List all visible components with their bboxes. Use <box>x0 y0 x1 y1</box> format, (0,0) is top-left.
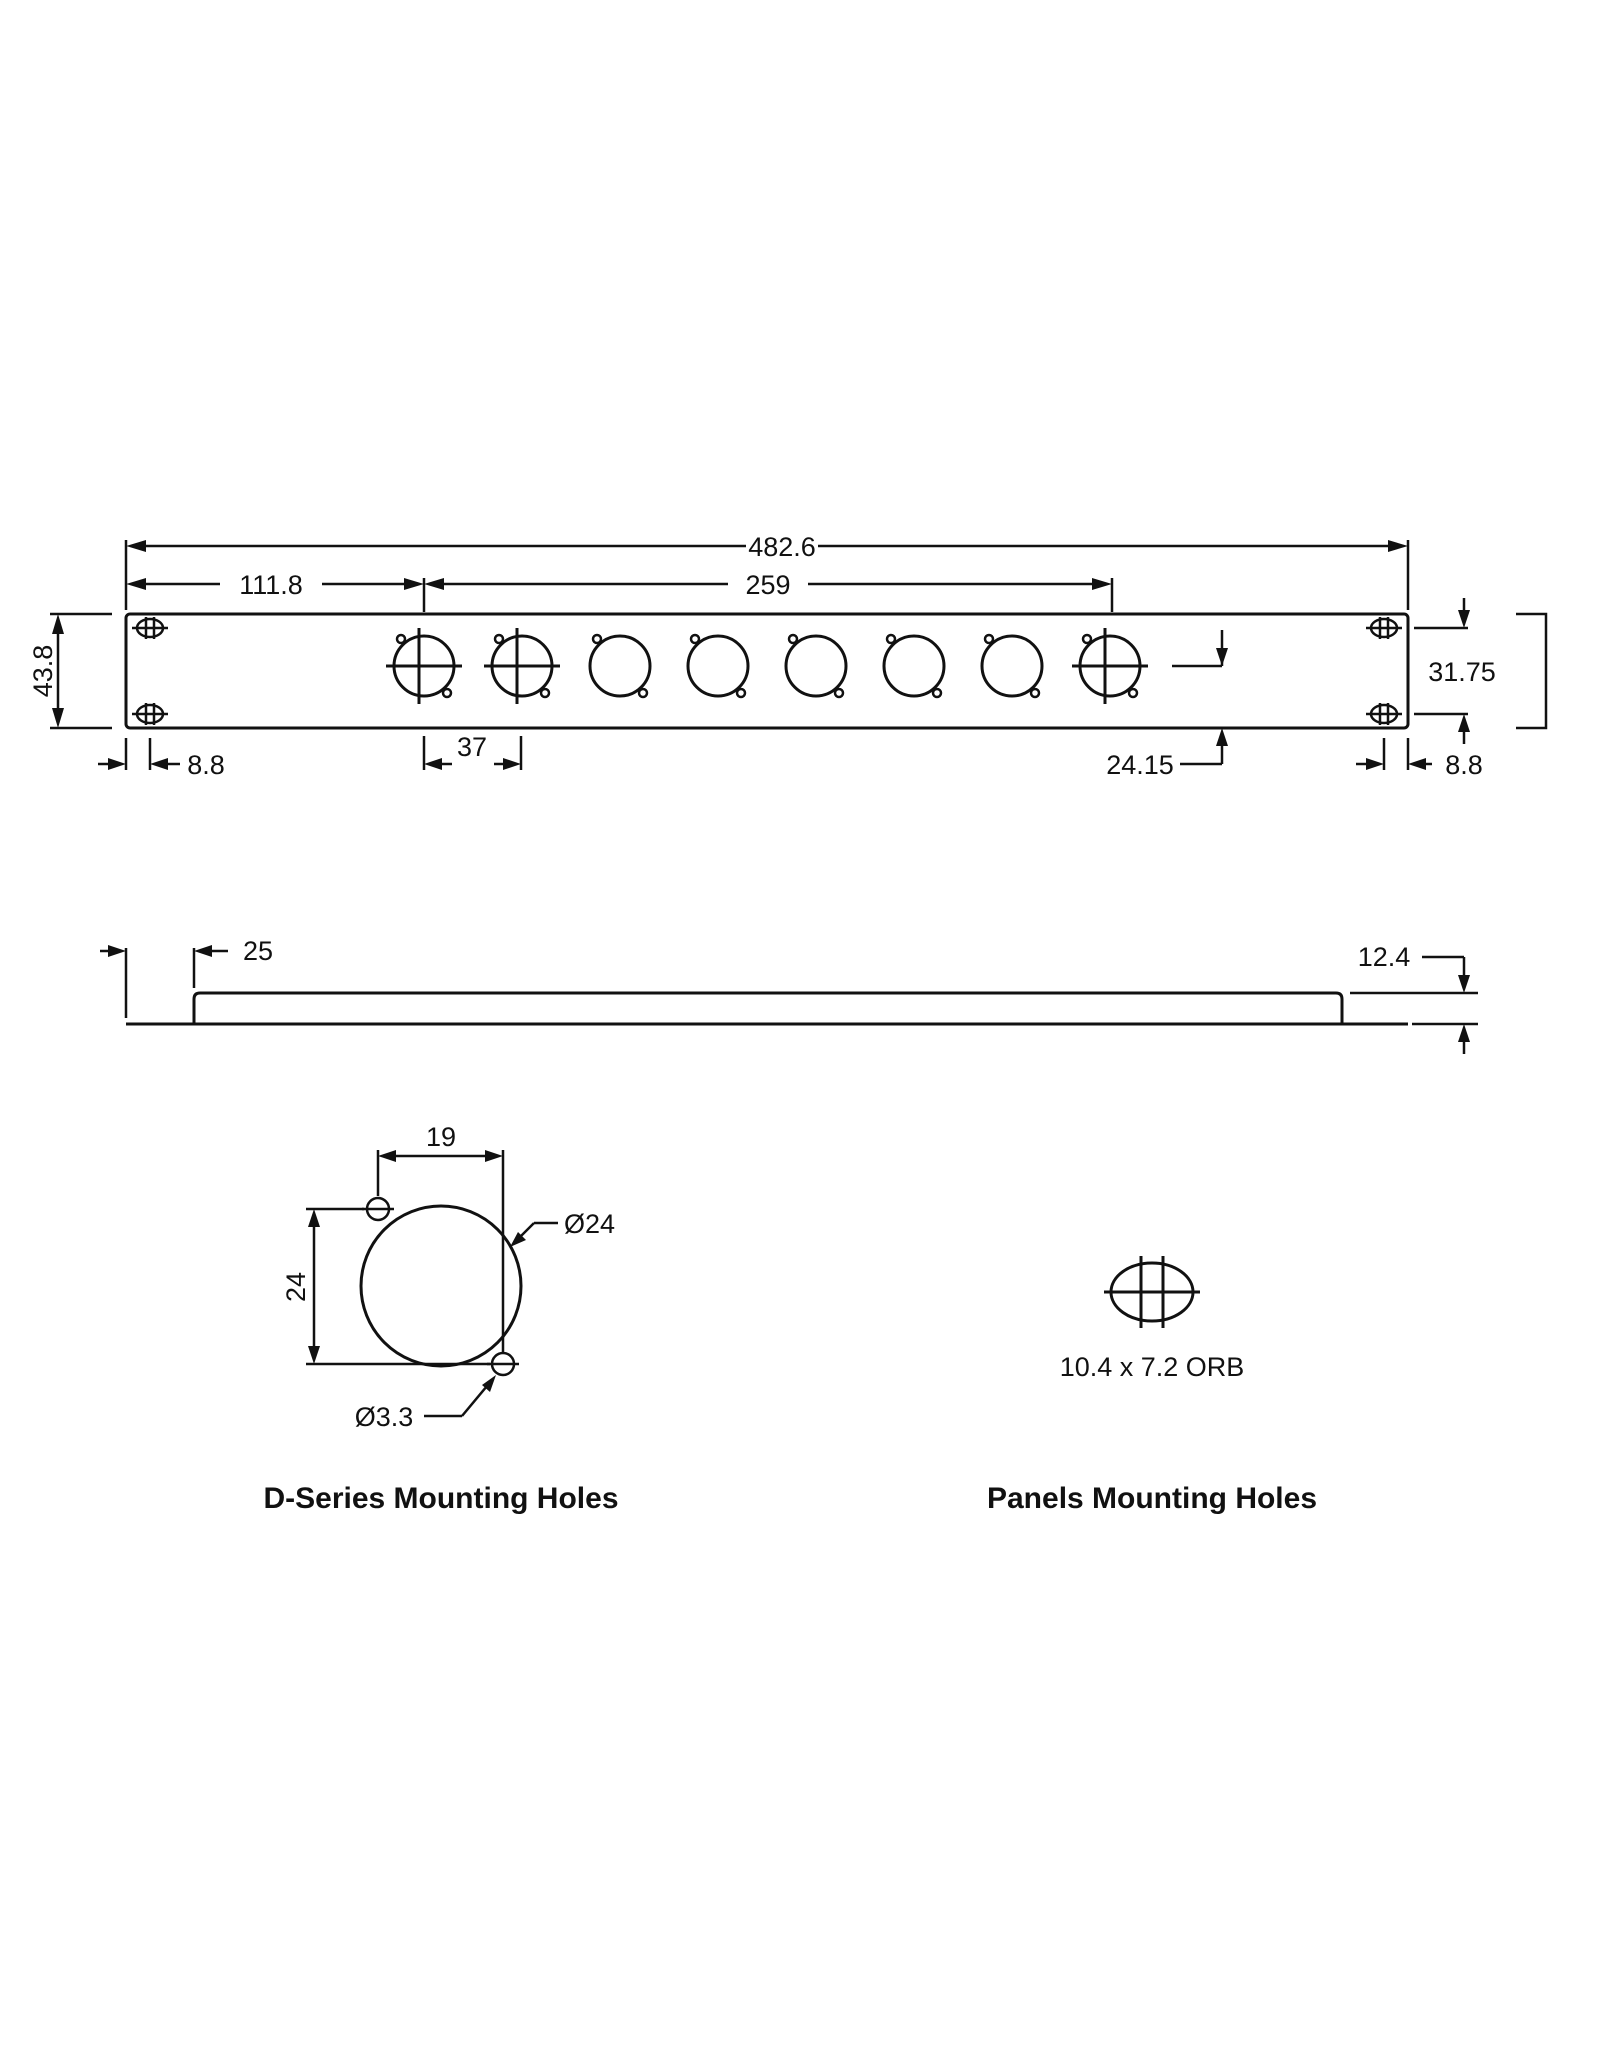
dim-label-hole-diameter: Ø24 <box>564 1209 615 1239</box>
dim-overall-width: 482.6 <box>124 532 1410 610</box>
screw-hole <box>833 687 845 699</box>
dim-spacing-v: 24 <box>281 1207 490 1366</box>
dim-label-edge-right: 8.8 <box>1445 750 1483 780</box>
panel-mounting-hole <box>1366 703 1402 725</box>
screw-hole <box>931 687 943 699</box>
connector-cutout <box>686 633 750 699</box>
side-view: 25 12.4 <box>100 936 1478 1054</box>
screw-hole <box>689 633 701 645</box>
dim-height: 43.8 <box>28 612 112 730</box>
leader-hole-diameter: Ø24 <box>510 1209 615 1247</box>
side-profile <box>126 991 1408 1026</box>
orb-hole-icon <box>1104 1256 1200 1328</box>
dim-label-height: 43.8 <box>28 645 58 698</box>
dim-label-center-height: 24.15 <box>1106 750 1174 780</box>
dim-label-pitch: 37 <box>457 732 487 762</box>
screw-hole <box>591 633 603 645</box>
connector-cutout <box>484 628 560 704</box>
screw-hole <box>441 687 453 699</box>
d-series-hole <box>359 1204 523 1368</box>
d-series-caption: D-Series Mounting Holes <box>263 1482 618 1515</box>
screw-hole <box>362 1196 394 1222</box>
dim-center-height: 24.15 <box>1106 630 1228 780</box>
connector-cutouts <box>386 628 1148 704</box>
dim-edge-right: 8.8 <box>1356 738 1483 780</box>
orb-label: 10.4 x 7.2 ORB <box>1060 1352 1245 1382</box>
screw-hole <box>1127 687 1139 699</box>
screw-hole <box>735 687 747 699</box>
d-series-detail: 19 24 Ø24 Ø3.3 D-Series Mounting Holes <box>263 1122 618 1515</box>
dim-label-depth: 12.4 <box>1358 942 1411 972</box>
connector-cutout <box>588 633 652 699</box>
panel-detail: 10.4 x 7.2 ORB Panels Mounting Holes <box>987 1256 1317 1515</box>
dim-flange: 25 <box>100 936 273 1018</box>
connector-cutout <box>386 628 462 704</box>
panel-caption: Panels Mounting Holes <box>987 1482 1317 1515</box>
dim-label-hole-spacing-vertical: 31.75 <box>1428 657 1496 687</box>
dim-label-edge-left: 8.8 <box>187 750 225 780</box>
dim-label-span: 259 <box>745 570 790 600</box>
dim-span: 259 <box>424 570 1114 612</box>
dim-label-first-offset: 111.8 <box>239 570 303 600</box>
screw-hole <box>787 633 799 645</box>
leader-screw-diameter: Ø3.3 <box>355 1375 496 1432</box>
front-panel-outline <box>124 612 1410 730</box>
panel-mounting-hole <box>132 703 168 725</box>
screw-hole <box>637 687 649 699</box>
screw-hole <box>885 633 897 645</box>
dim-label-screw-diameter: Ø3.3 <box>355 1402 414 1432</box>
connector-cutout <box>980 633 1044 699</box>
panel-mounting-hole <box>132 617 168 639</box>
connector-cutout <box>1072 628 1148 704</box>
dim-depth: 12.4 <box>1350 942 1478 1054</box>
screw-hole <box>983 633 995 645</box>
dim-pitch: 37 <box>422 732 523 770</box>
screw-hole <box>493 633 505 645</box>
dim-label-flange: 25 <box>243 936 273 966</box>
dim-label-spacing-v: 24 <box>281 1272 311 1302</box>
connector-cutout <box>882 633 946 699</box>
connector-cutout <box>784 633 848 699</box>
dim-spacing-h: 19 <box>376 1122 505 1352</box>
dim-label-spacing-h: 19 <box>426 1122 456 1152</box>
dim-edge-left: 8.8 <box>98 738 225 780</box>
dim-first-offset: 111.8 <box>126 570 426 612</box>
screw-hole <box>1029 687 1041 699</box>
dim-label-overall-width: 482.6 <box>748 532 816 562</box>
screw-hole <box>1081 633 1093 645</box>
dim-hole-spacing-vertical: 31.75 <box>1414 598 1548 744</box>
front-view: 482.6 111.8 259 43.8 <box>28 532 1548 780</box>
screw-hole <box>539 687 551 699</box>
screw-hole <box>487 1351 519 1377</box>
screw-hole <box>395 633 407 645</box>
panel-mounting-hole <box>1366 617 1402 639</box>
